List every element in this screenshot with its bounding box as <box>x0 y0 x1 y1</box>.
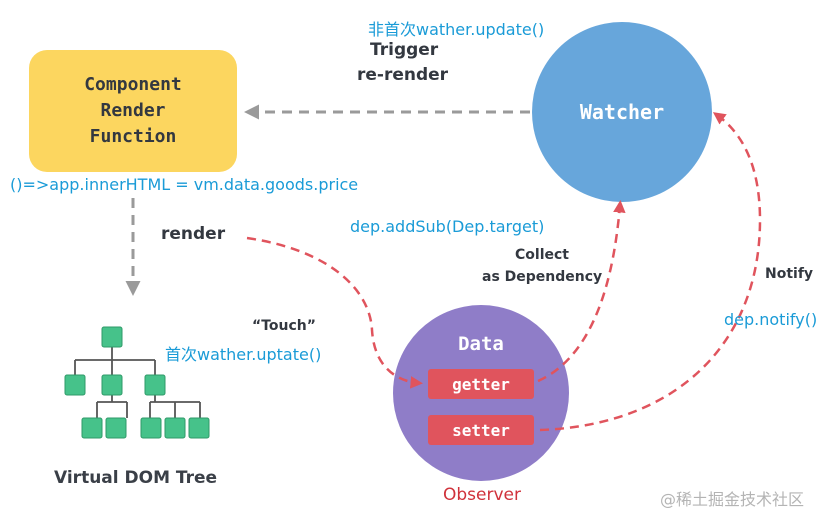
dep-addsub-label: dep.addSub(Dep.target) <box>350 217 545 236</box>
setter-pill: setter <box>428 415 534 445</box>
collect-label-line1: Collect <box>515 247 569 263</box>
touch-label: “Touch” <box>252 318 316 334</box>
render-label: render <box>161 224 226 244</box>
trigger-label-line1: Trigger <box>370 40 439 60</box>
virtual-dom-tree-nodes <box>64 326 210 439</box>
touch-arrow <box>246 236 423 389</box>
watermark: @稀土掘金技术社区 <box>660 490 805 509</box>
observer-label: Observer <box>443 485 521 505</box>
component-label-line1: Component <box>84 74 182 95</box>
virtual-dom-tree-label: Virtual DOM Tree <box>54 468 218 488</box>
trigger-label-line2: re-render <box>357 65 449 85</box>
data-title: Data <box>458 333 504 355</box>
component-label-line3: Function <box>89 126 177 147</box>
virtual-dom-tree-icon <box>74 347 201 418</box>
notify-label: Notify <box>765 266 814 282</box>
getter-pill: getter <box>428 369 534 399</box>
notify-arrow <box>539 112 762 432</box>
collect-arrow <box>537 200 626 383</box>
component-label-line2: Render <box>100 100 166 121</box>
component-render-function-box: Component Render Function <box>29 50 237 172</box>
non-first-update-label: 非首次wather.update() <box>368 20 545 39</box>
first-update-label: 首次wather.uptate() <box>165 345 322 364</box>
watcher-circle <box>532 22 712 202</box>
dep-notify-label: dep.notify() <box>724 310 818 329</box>
render-function-code-label: ()=>app.innerHTML = vm.data.goods.price <box>10 175 359 194</box>
watcher-label: Watcher <box>579 100 665 124</box>
collect-label-line2: as Dependency <box>482 269 603 285</box>
